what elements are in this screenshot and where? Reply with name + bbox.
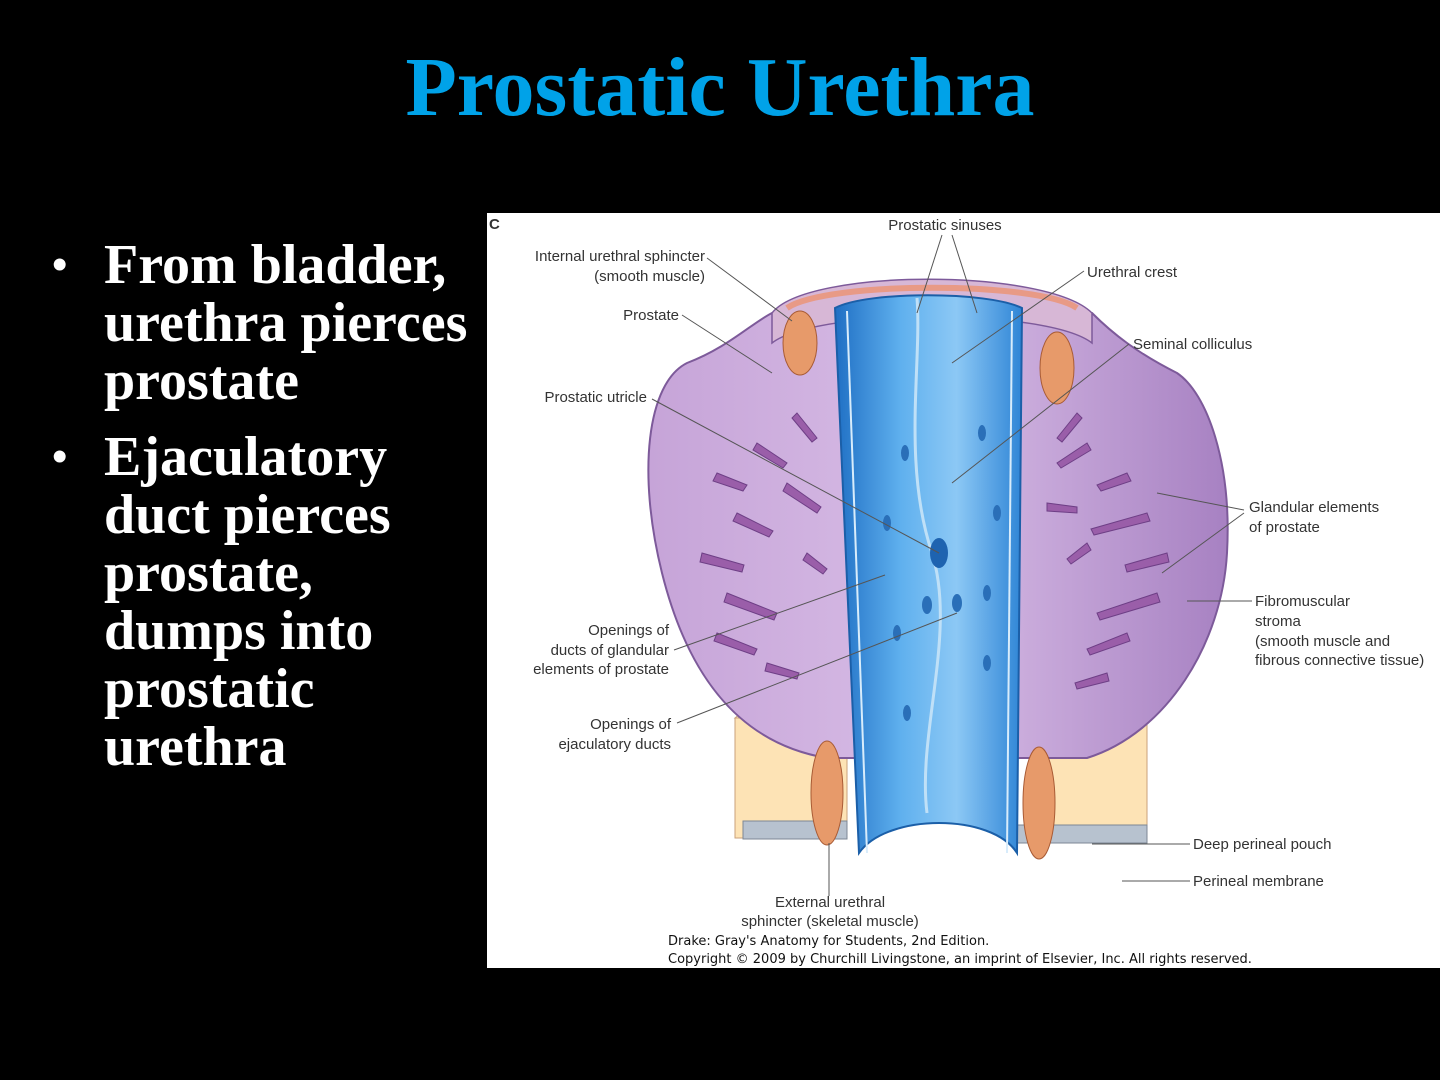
slide-title: Prostatic Urethra (405, 41, 1035, 134)
glandular-elements (699, 412, 1170, 690)
label-external-sphincter-2: sphincter (skeletal muscle) (741, 913, 919, 930)
label-fibromuscular-stroma-3: (smooth muscle and (1255, 633, 1390, 650)
anatomy-figure: C Prostatic sinuses Internal urethral sp… (487, 213, 1440, 968)
label-external-sphincter: External urethral (775, 894, 885, 911)
prostatic-urethra-illustration: C Prostatic sinuses Internal urethral sp… (489, 216, 1424, 967)
label-perineal-membrane: Perineal membrane (1193, 873, 1324, 890)
bullet-item: • Ejaculatory duct pierces prostate, dump… (48, 428, 468, 776)
label-prostatic-sinuses: Prostatic sinuses (888, 217, 1001, 234)
bullet-dot-icon: • (52, 240, 68, 289)
internal-sphincter-left (782, 310, 818, 376)
internal-sphincter-right (1039, 331, 1075, 405)
bullet-list: •From bladder, urethra pierces prostate … (48, 236, 468, 794)
label-urethral-crest: Urethral crest (1087, 264, 1178, 281)
bullet-text: From bladder, urethra pierces prostate (104, 234, 468, 412)
label-openings-glandular-3: elements of prostate (533, 661, 669, 678)
label-openings-glandular-2: ducts of glandular (551, 642, 669, 659)
figure-credit-source: Drake: Gray's Anatomy for Students, 2nd … (668, 934, 989, 949)
label-fibromuscular-stroma-4: fibrous connective tissue) (1255, 652, 1424, 669)
label-openings-ejaculatory: Openings of (590, 716, 672, 733)
label-seminal-colliculus: Seminal colliculus (1133, 336, 1252, 353)
label-prostatic-utricle: Prostatic utricle (544, 389, 647, 406)
label-openings-ejaculatory-2: ejaculatory ducts (558, 736, 671, 753)
figure-credit-copyright: Copyright © 2009 by Churchill Livingston… (668, 952, 1252, 967)
label-glandular-elements-2: of prostate (1249, 519, 1320, 536)
leader-lines (651, 234, 1252, 896)
label-internal-sphincter-2: (smooth muscle) (594, 268, 705, 285)
panel-letter: C (489, 216, 500, 233)
external-sphincter-left (810, 740, 844, 846)
label-prostate: Prostate (623, 307, 679, 324)
label-fibromuscular-stroma-2: stroma (1255, 613, 1302, 630)
prostatic-urethra (833, 294, 1024, 857)
external-sphincter-right (1022, 746, 1056, 860)
bullet-item: • From bladder, urethra pierces prostate (48, 236, 468, 410)
label-fibromuscular-stroma: Fibromuscular (1255, 593, 1350, 610)
label-glandular-elements: Glandular elements (1249, 499, 1379, 516)
label-internal-sphincter: Internal urethral sphincter (535, 248, 705, 265)
label-deep-perineal-pouch: Deep perineal pouch (1193, 836, 1331, 853)
label-openings-glandular: Openings of (588, 622, 670, 639)
bullet-text: Ejaculatory duct pierces prostate, dumps… (104, 426, 391, 778)
duct-openings (883, 425, 1001, 721)
bullet-dot-icon: • (52, 432, 68, 481)
